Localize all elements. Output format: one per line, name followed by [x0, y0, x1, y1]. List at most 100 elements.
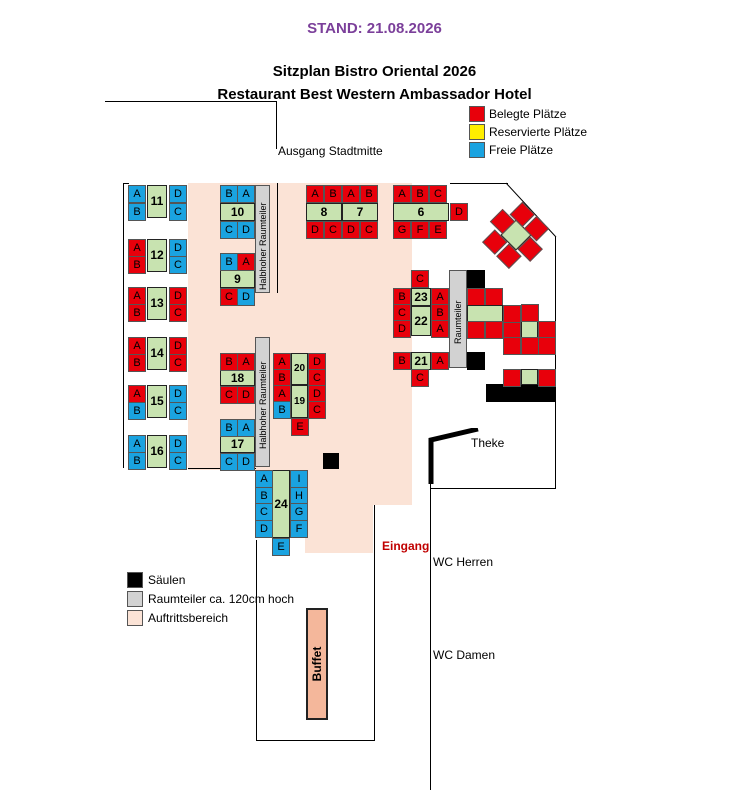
table-10: 10: [220, 203, 255, 221]
seat[interactable]: D: [169, 287, 187, 305]
seat[interactable]: A: [237, 253, 255, 271]
seat[interactable]: C: [220, 288, 238, 306]
theke-counter: [428, 428, 479, 484]
seat[interactable]: B: [220, 353, 238, 371]
seat[interactable]: D: [237, 386, 255, 404]
seat[interactable]: D: [393, 320, 411, 338]
seat[interactable]: [538, 369, 556, 387]
seat[interactable]: I: [290, 470, 308, 488]
seat[interactable]: A: [128, 337, 146, 355]
seat[interactable]: C: [169, 452, 187, 470]
seat[interactable]: A: [342, 185, 360, 203]
seat[interactable]: C: [220, 221, 238, 239]
legend-label-saeulen: Säulen: [148, 573, 186, 587]
seat[interactable]: C: [411, 369, 429, 387]
seat[interactable]: C: [308, 401, 326, 419]
wall-top-drop: [276, 101, 277, 149]
label-halbhoher-2: Halbhoher Raumteiler: [258, 361, 268, 449]
seat[interactable]: A: [237, 419, 255, 437]
seat[interactable]: C: [220, 453, 238, 471]
seat[interactable]: D: [237, 453, 255, 471]
seat[interactable]: A: [431, 320, 449, 338]
seat[interactable]: C: [360, 221, 378, 239]
seat[interactable]: B: [273, 401, 291, 419]
wall-top: [105, 101, 277, 102]
seat[interactable]: C: [255, 503, 273, 521]
seat[interactable]: B: [360, 185, 378, 203]
seat[interactable]: [503, 369, 521, 387]
table-24: 24: [272, 470, 290, 538]
seat[interactable]: D: [450, 203, 468, 221]
seat[interactable]: F: [411, 221, 429, 239]
seat[interactable]: D: [342, 221, 360, 239]
seat[interactable]: [538, 337, 556, 355]
seat[interactable]: D: [169, 385, 187, 403]
label-eingang: Eingang: [382, 539, 430, 553]
seat[interactable]: A: [393, 185, 411, 203]
seat[interactable]: [503, 305, 521, 323]
room-divider: [255, 185, 270, 293]
seat[interactable]: [521, 337, 539, 355]
seat[interactable]: B: [128, 452, 146, 470]
seat[interactable]: [485, 288, 503, 306]
table-right-3: [521, 369, 538, 385]
seat[interactable]: A: [128, 287, 146, 305]
seat[interactable]: B: [411, 185, 429, 203]
seat[interactable]: [485, 321, 503, 339]
label-raumteiler: Raumteiler: [453, 300, 463, 344]
seat[interactable]: C: [411, 270, 429, 288]
seat[interactable]: C: [429, 185, 447, 203]
seat[interactable]: [503, 337, 521, 355]
seat[interactable]: B: [393, 352, 411, 370]
seat[interactable]: E: [429, 221, 447, 239]
seat[interactable]: B: [324, 185, 342, 203]
seat[interactable]: A: [128, 385, 146, 403]
seat[interactable]: A: [431, 352, 449, 370]
seat[interactable]: B: [128, 354, 146, 372]
seat[interactable]: C: [169, 402, 187, 420]
seat[interactable]: E: [291, 418, 309, 436]
legend-swatch-raumteiler: [127, 591, 143, 607]
seat[interactable]: F: [290, 520, 308, 538]
seat[interactable]: C: [169, 203, 187, 221]
seat[interactable]: C: [324, 221, 342, 239]
seat[interactable]: D: [169, 185, 187, 203]
seat[interactable]: D: [169, 337, 187, 355]
seat[interactable]: D: [237, 221, 255, 239]
seat[interactable]: [467, 321, 485, 339]
seat[interactable]: C: [169, 256, 187, 274]
seat[interactable]: C: [169, 304, 187, 322]
seat[interactable]: G: [393, 221, 411, 239]
seat[interactable]: D: [169, 239, 187, 257]
seat[interactable]: D: [237, 288, 255, 306]
buffet-table: Buffet: [306, 608, 328, 720]
seat[interactable]: D: [306, 221, 324, 239]
seat[interactable]: [467, 288, 485, 306]
seat[interactable]: A: [128, 185, 146, 203]
seat[interactable]: B: [128, 203, 146, 221]
seat[interactable]: G: [290, 503, 308, 521]
seat[interactable]: B: [128, 256, 146, 274]
seat[interactable]: B: [220, 185, 238, 203]
seat[interactable]: A: [306, 185, 324, 203]
seat[interactable]: A: [128, 239, 146, 257]
seat[interactable]: B: [220, 253, 238, 271]
seat[interactable]: A: [128, 435, 146, 453]
seat[interactable]: E: [272, 538, 290, 556]
seat[interactable]: [521, 304, 539, 322]
seat[interactable]: D: [255, 520, 273, 538]
seat[interactable]: A: [237, 353, 255, 371]
seat[interactable]: C: [169, 354, 187, 372]
label-wc-damen: WC Damen: [433, 648, 496, 662]
table-19: 19: [291, 385, 308, 418]
seat[interactable]: C: [220, 386, 238, 404]
seat[interactable]: B: [220, 419, 238, 437]
seat[interactable]: A: [255, 470, 273, 488]
seat[interactable]: B: [128, 304, 146, 322]
page-title: Sitzplan Bistro Oriental 2026: [272, 63, 477, 80]
seat[interactable]: A: [237, 185, 255, 203]
table-14: 14: [147, 337, 167, 370]
seat[interactable]: D: [169, 435, 187, 453]
seat[interactable]: B: [128, 402, 146, 420]
label-halbhoher-1: Halbhoher Raumteiler: [258, 202, 268, 290]
